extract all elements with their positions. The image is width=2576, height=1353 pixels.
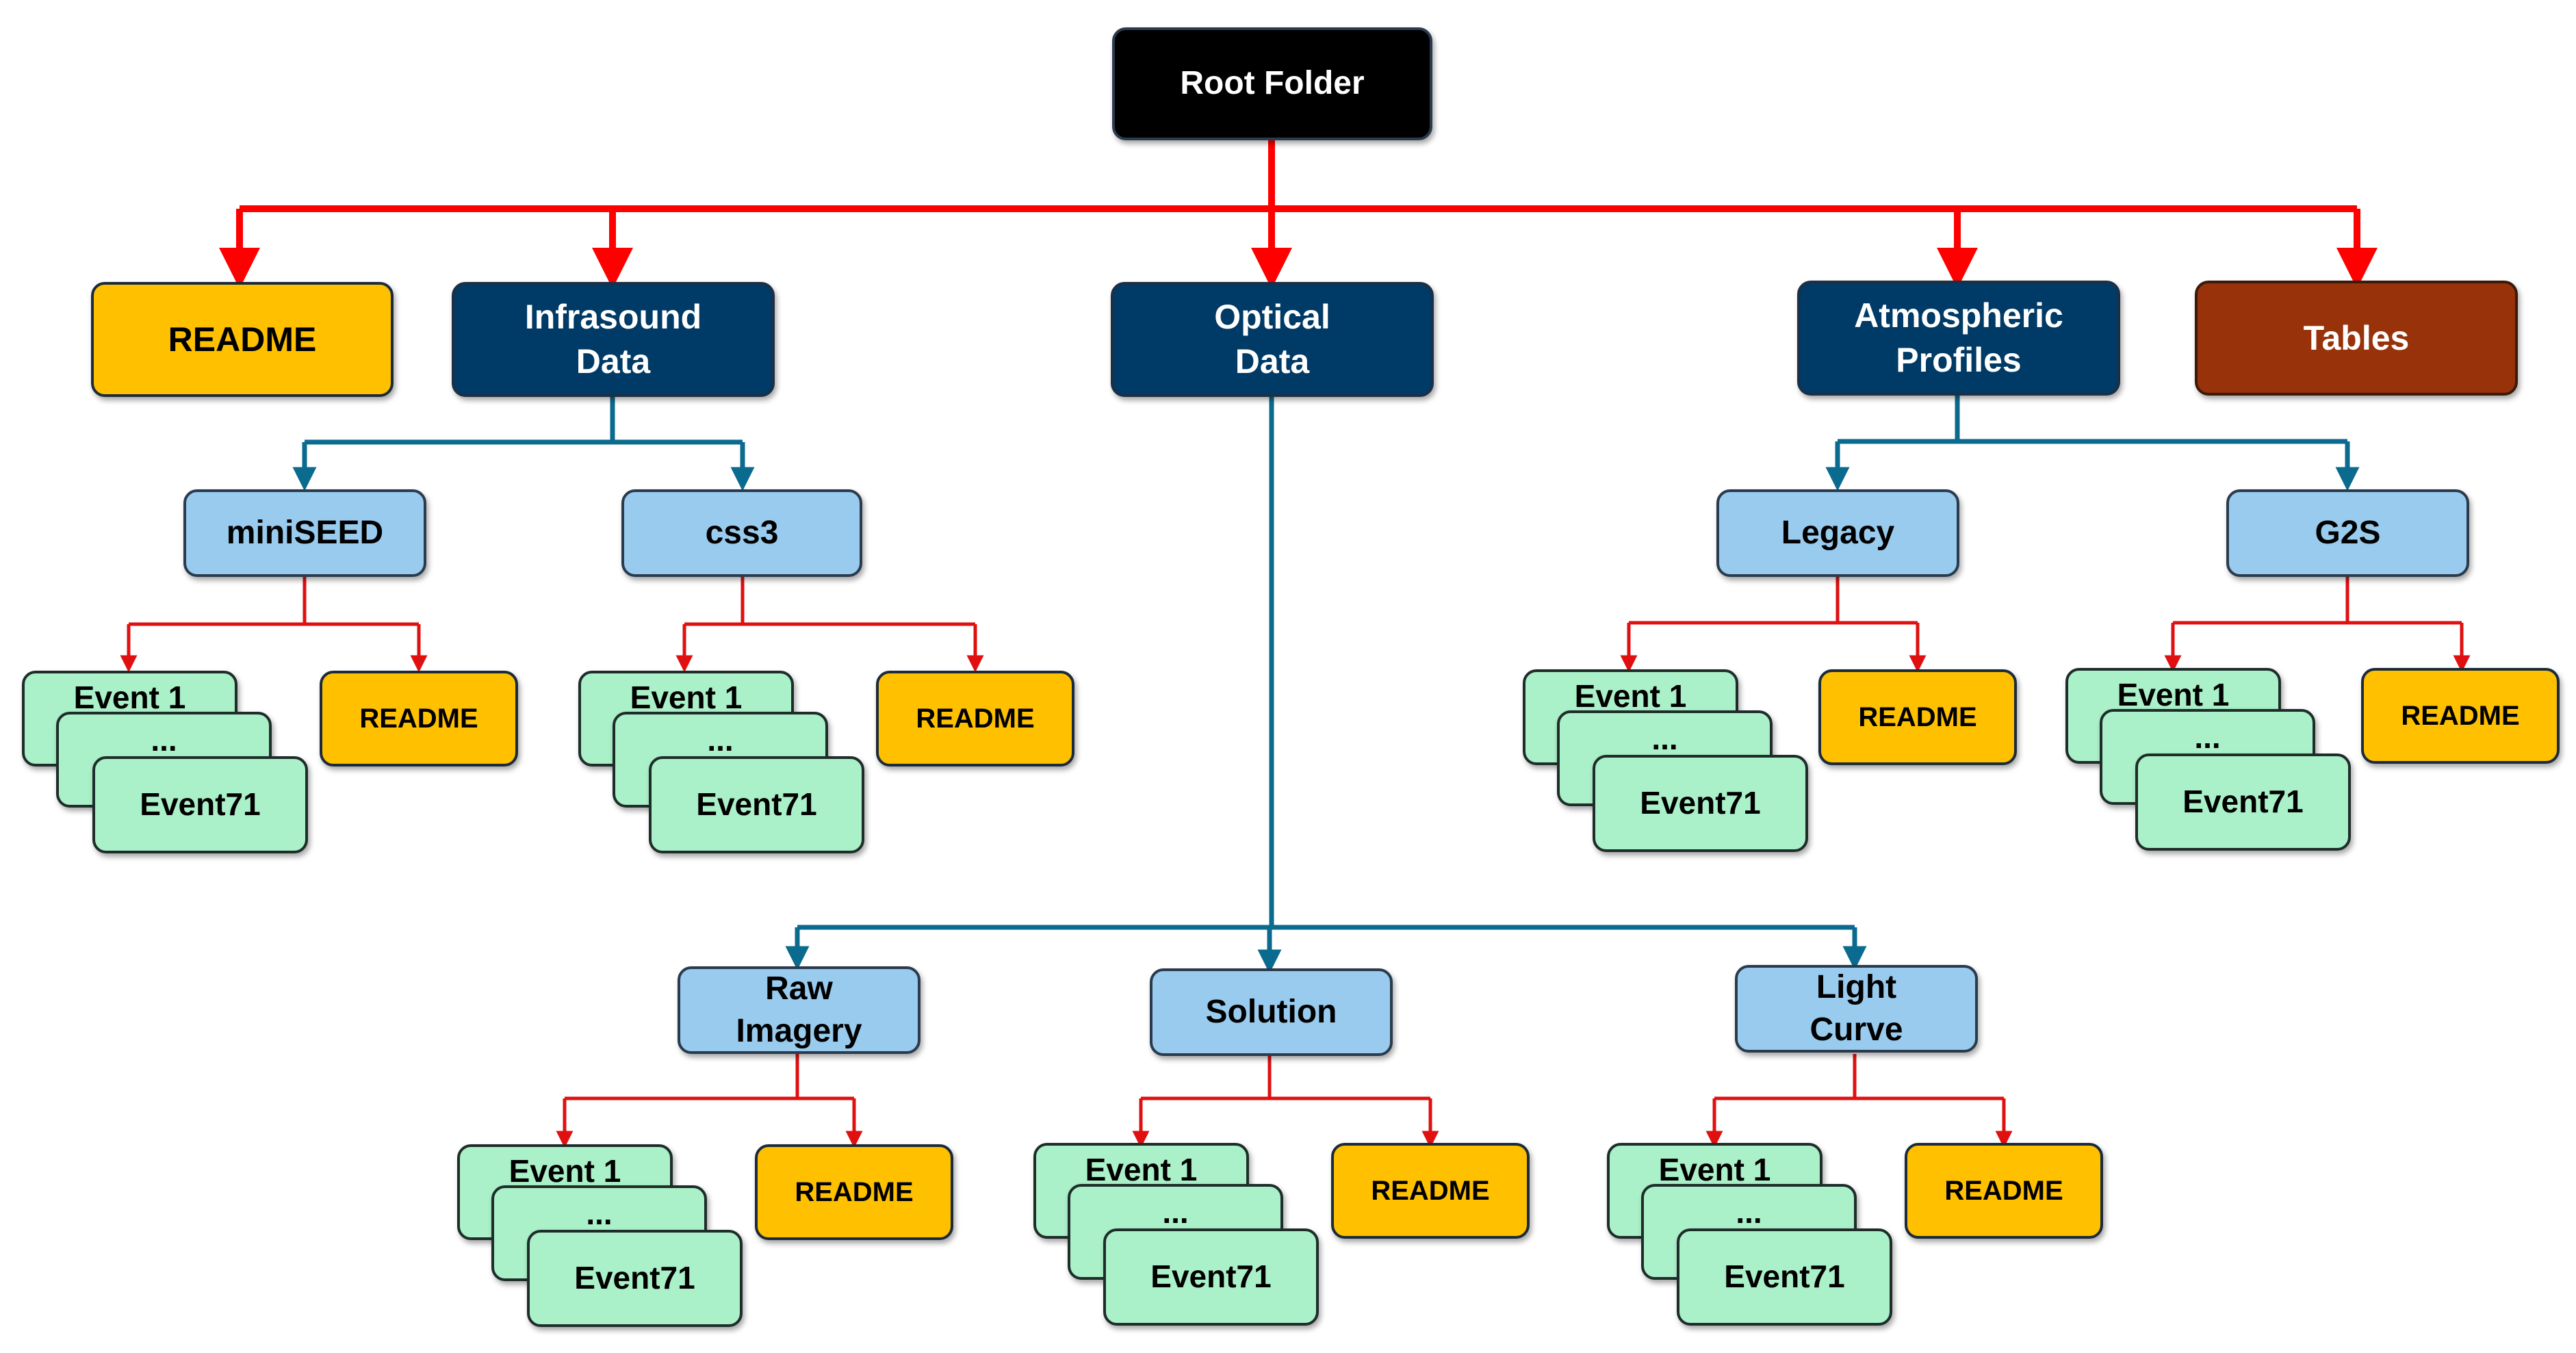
event-stack-last: Event71 [1593, 755, 1808, 852]
tables-node: Tables [2195, 281, 2518, 396]
optical-data-node: Optical Data [1111, 282, 1434, 397]
css3-node: css3 [621, 489, 862, 577]
root-folder-node: Root Folder [1112, 27, 1432, 140]
readme-node: README [2361, 668, 2560, 764]
leaf-connectors [120, 577, 2471, 1148]
miniseed-node: miniSEED [183, 489, 426, 577]
event-stack-last: Event71 [2135, 753, 2351, 851]
event-stack-last: Event71 [1677, 1228, 1892, 1326]
readme-node: README [1905, 1143, 2103, 1239]
readme-node: README [320, 671, 518, 766]
infrasound-data-node: Infrasound Data [452, 282, 775, 397]
light-curve-node: Light Curve [1735, 965, 1978, 1053]
event-stack-last: Event71 [649, 756, 864, 853]
readme-top-node: README [91, 282, 394, 397]
root-connectors [219, 140, 2378, 289]
folder-connectors [292, 396, 2360, 974]
readme-node: README [1818, 669, 2017, 765]
readme-node: README [1331, 1143, 1530, 1239]
event-stack-last: Event71 [1103, 1228, 1319, 1326]
solution-node: Solution [1150, 968, 1393, 1056]
g2s-node: G2S [2226, 489, 2469, 577]
event-stack-last: Event71 [527, 1230, 743, 1327]
atmospheric-profiles-node: Atmospheric Profiles [1797, 281, 2120, 396]
raw-imagery-node: Raw Imagery [678, 966, 920, 1054]
legacy-node: Legacy [1716, 489, 1959, 577]
event-stack-last: Event71 [92, 756, 308, 853]
readme-node: README [876, 671, 1074, 766]
readme-node: README [755, 1144, 953, 1240]
